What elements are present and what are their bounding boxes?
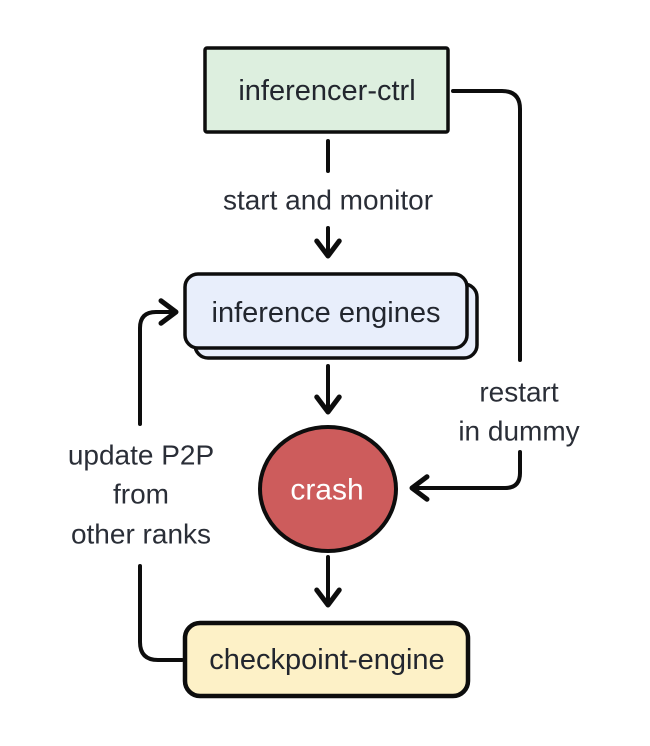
edge-update-arrow bbox=[138, 298, 179, 426]
edge-label-update-line3: other ranks bbox=[71, 519, 211, 550]
edge-label-restart-line2: in dummy bbox=[458, 416, 579, 447]
node-inferencer-ctrl bbox=[203, 46, 450, 134]
edge-label-restart-line1: restart bbox=[479, 377, 559, 408]
edge-label-update-line1: update P2P bbox=[68, 440, 214, 471]
node-inference-engines-label: inference engines bbox=[212, 297, 441, 329]
node-crash bbox=[258, 425, 398, 553]
edge-label-start-and-monitor: start and monitor bbox=[223, 185, 433, 216]
edge-restart-arrow bbox=[409, 450, 522, 502]
node-checkpoint-engine bbox=[182, 620, 471, 699]
node-inference-engines bbox=[183, 272, 469, 350]
node-checkpoint-engine-label: checkpoint-engine bbox=[209, 644, 444, 676]
edge-label-update-line2: from bbox=[113, 479, 169, 510]
node-crash-label: crash bbox=[290, 474, 363, 507]
edge-update-lower bbox=[138, 564, 184, 662]
node-inferencer-ctrl-label: inferencer-ctrl bbox=[238, 75, 415, 107]
edge-restart-upper bbox=[451, 89, 522, 362]
